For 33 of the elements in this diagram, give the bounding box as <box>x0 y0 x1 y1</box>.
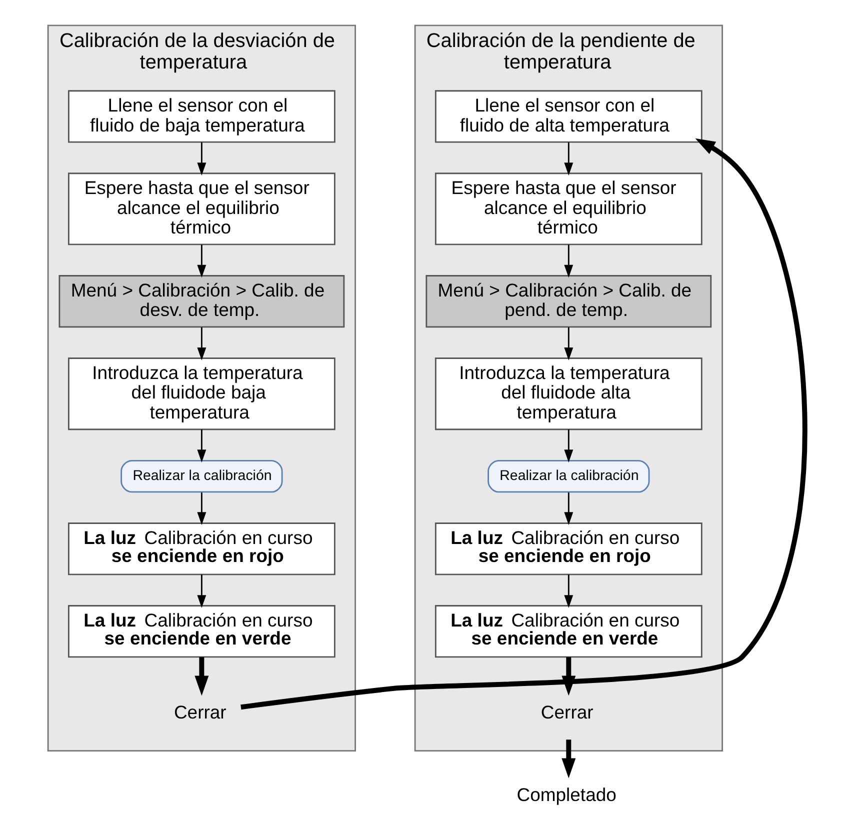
node-box: Introduzca la temperatura del fluidode baja temperatura <box>67 358 335 430</box>
arrow <box>196 244 206 278</box>
node-text: Cerrar <box>540 702 593 723</box>
arrow <box>196 327 206 360</box>
node-box: Llene el sensor con el fluido de alta temperatura <box>434 90 702 143</box>
node-box: Realizar la calibración <box>120 460 282 493</box>
node-box: Realizar la calibración <box>487 460 650 493</box>
node-box: Espere hasta que el sensor alcance el equilibrio térmico <box>67 172 335 246</box>
arrow <box>564 429 573 462</box>
node-box: La luz Calibración en curso se enciende en verde <box>434 605 702 658</box>
node-box: Introduzca la temperatura del fluidode alta temperatura <box>434 358 702 430</box>
arrow <box>240 138 807 710</box>
arrow <box>196 574 206 608</box>
arrow <box>196 429 206 462</box>
node-text: Cerrar <box>173 702 226 723</box>
node-box: Menú > Calibración > Calib. de pend. de temp. <box>425 275 712 328</box>
node-box: La luz Calibración en curso se enciende en rojo <box>434 522 702 576</box>
arrow <box>564 327 573 360</box>
arrow <box>196 492 206 525</box>
arrow <box>564 574 573 608</box>
node-box: Menú > Calibración > Calib. de desv. de temp. <box>58 275 344 328</box>
arrow <box>564 142 573 176</box>
arrow <box>561 740 576 778</box>
node-box: La luz Calibración en curso se enciende en verde <box>67 605 335 658</box>
node-box: La luz Calibración en curso se enciende en rojo <box>67 522 335 576</box>
arrow <box>561 657 576 696</box>
node-box: Llene el sensor con el fluido de baja temperatura <box>67 90 335 143</box>
node-text: Completado <box>516 784 616 806</box>
arrow <box>196 142 206 176</box>
arrow <box>564 244 573 278</box>
arrow <box>194 657 208 696</box>
node-box: Espere hasta que el sensor alcance el equilibrio térmico <box>434 172 702 246</box>
arrow <box>564 492 573 525</box>
